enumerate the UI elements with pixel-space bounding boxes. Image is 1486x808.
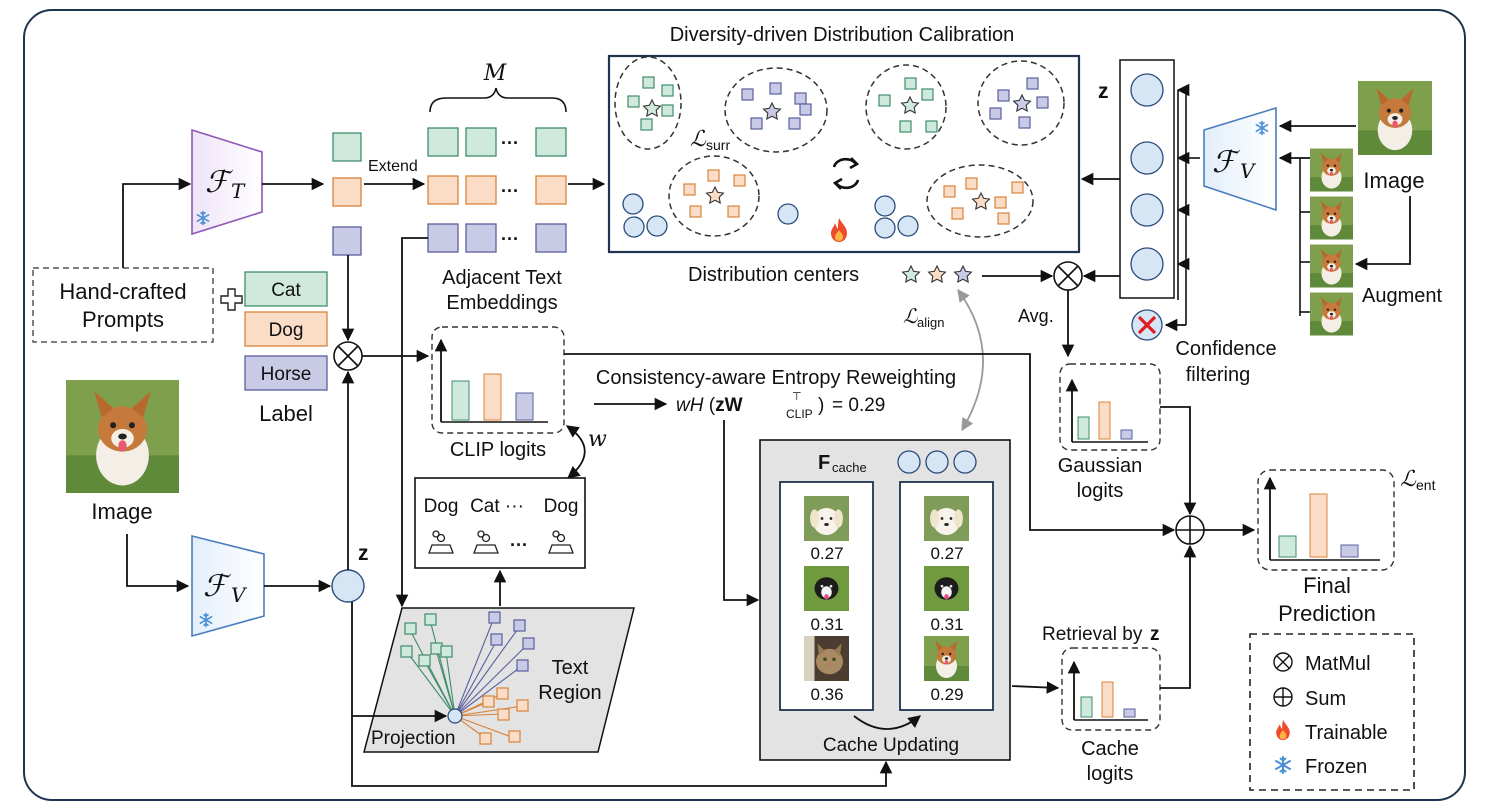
cache-logits [1061, 647, 1161, 731]
z-label-bottom: z [358, 542, 369, 565]
plus-icon [220, 288, 243, 311]
cache-left-score-2: 0.31 [810, 615, 843, 634]
legend-sum: Sum [1305, 688, 1346, 710]
text-region-line-2: Region [538, 682, 601, 704]
svg-text:): ) [818, 395, 824, 416]
svg-text:ℒ: ℒ [690, 126, 707, 151]
legend-matmul: MatMul [1305, 653, 1371, 675]
svg-text:surr: surr [706, 137, 730, 153]
svg-text:V: V [231, 583, 248, 607]
adjacent-line-1: Adjacent Text [442, 267, 562, 289]
consistency-title: Consistency-aware Entropy Reweighting [596, 367, 956, 389]
tr-word-dog-1: Dog [424, 496, 459, 517]
final-prediction-chart [1257, 469, 1395, 571]
svg-text:⊤: ⊤ [792, 391, 802, 403]
image-label-left: Image [91, 499, 152, 524]
dots-3: ··· [501, 229, 519, 249]
matmul-icon [333, 341, 363, 371]
text-region-line-1: Text [552, 657, 589, 679]
svg-text:ℒ: ℒ [903, 306, 918, 328]
text-region: Projection Text Region [363, 607, 635, 753]
text-encoder: ℱ T [191, 128, 263, 236]
hand-line-2: Prompts [82, 307, 164, 332]
label-horse: Horse [261, 364, 312, 385]
legend-trainable: Trainable [1305, 722, 1388, 744]
hand-line-1: Hand-crafted [59, 279, 186, 304]
clip-logits [431, 326, 565, 434]
svg-text:align: align [917, 315, 944, 330]
cache-left-score-1: 0.27 [810, 544, 843, 563]
cross-icon [1131, 309, 1163, 341]
gaussian-line-1: Gaussian [1058, 455, 1143, 477]
tr-dots: ··· [510, 535, 528, 555]
projection-label: Projection [371, 728, 456, 749]
final-line-2: Prediction [1278, 601, 1376, 626]
m-label: M [483, 61, 507, 86]
augment-images [1310, 148, 1353, 336]
z-feature-bottom [331, 569, 365, 603]
label-cat: Cat [271, 280, 301, 301]
svg-text:ℒ: ℒ [1400, 466, 1417, 491]
dots-1: ··· [501, 133, 519, 153]
final-line-1: Final [1303, 573, 1351, 598]
image-label-top: Image [1363, 168, 1424, 193]
svg-text:F: F [818, 452, 830, 474]
outer-frame [23, 9, 1466, 801]
dog-image-left [66, 380, 179, 493]
adjacent-line-2: Embeddings [446, 292, 557, 314]
svg-text:cache: cache [832, 460, 867, 475]
hand-crafted-prompts: Hand-crafted Prompts [32, 267, 214, 343]
dots-2: ··· [501, 181, 519, 201]
dist-centers-label: Distribution centers [688, 264, 859, 286]
cache-logits-line-1: Cache [1081, 738, 1139, 760]
cache-right-score-1: 0.27 [930, 544, 963, 563]
legend-frozen: Frozen [1305, 756, 1367, 778]
matmul-icon [1053, 261, 1083, 291]
svg-text:wH (zW: wH (zW [676, 395, 743, 416]
gaussian-line-2: logits [1077, 480, 1124, 502]
gaussian-logits [1059, 363, 1161, 451]
svg-text:T: T [231, 179, 246, 203]
w-label: w [588, 427, 607, 452]
entropy-value: = 0.29 [832, 395, 885, 416]
clip-logits-label: CLIP logits [450, 439, 546, 461]
cache-right-score-3: 0.29 [930, 685, 963, 704]
legend: MatMul Sum Trainable Frozen [1249, 633, 1415, 791]
cache-updating-label: Cache Updating [823, 735, 959, 756]
svg-text:CLIP: CLIP [786, 407, 813, 421]
confidence-line-1: Confidence [1175, 338, 1276, 360]
z-label-top: z [1098, 80, 1109, 103]
adjacent-text-embeddings: ··· ··· ··· [427, 127, 567, 253]
tr-word-cat: Cat ··· [470, 496, 524, 517]
retrieval-label: Retrieval by [1042, 624, 1143, 645]
cache-right-score-2: 0.31 [930, 615, 963, 634]
sum-icon [1175, 515, 1205, 545]
cache-box: F cache 0.27 0.31 0.36 0.27 0.31 0.29 Ca… [759, 439, 1011, 761]
cache-left-score-3: 0.36 [810, 685, 843, 704]
augment-label: Augment [1362, 285, 1442, 307]
extend-label: Extend [368, 158, 418, 175]
avg-label: Avg. [1018, 306, 1054, 326]
class-labels: Cat Dog Horse Label [244, 271, 328, 426]
refresh-icon [832, 157, 860, 190]
label-dog: Dog [269, 320, 304, 341]
class-embeddings [332, 132, 362, 256]
svg-text:ent: ent [1416, 477, 1436, 493]
confidence-line-2: filtering [1186, 364, 1250, 386]
ddc-box: ℒ surr [607, 54, 1081, 254]
z-label-retrieval: z [1150, 624, 1160, 645]
svg-text:V: V [1240, 159, 1257, 183]
feature-column [1119, 59, 1175, 299]
cache-logits-line-2: logits [1087, 763, 1134, 785]
tr-word-dog-2: Dog [544, 496, 579, 517]
image-encoder-bottom: ℱ V [191, 534, 265, 638]
text-region-words: Dog Cat ··· Dog ··· [414, 477, 586, 569]
image-encoder-top: ℱ V [1203, 106, 1277, 212]
ddc-title: Diversity-driven Distribution Calibratio… [670, 24, 1015, 46]
dog-image-top [1358, 81, 1432, 155]
label-title: Label [259, 401, 313, 426]
